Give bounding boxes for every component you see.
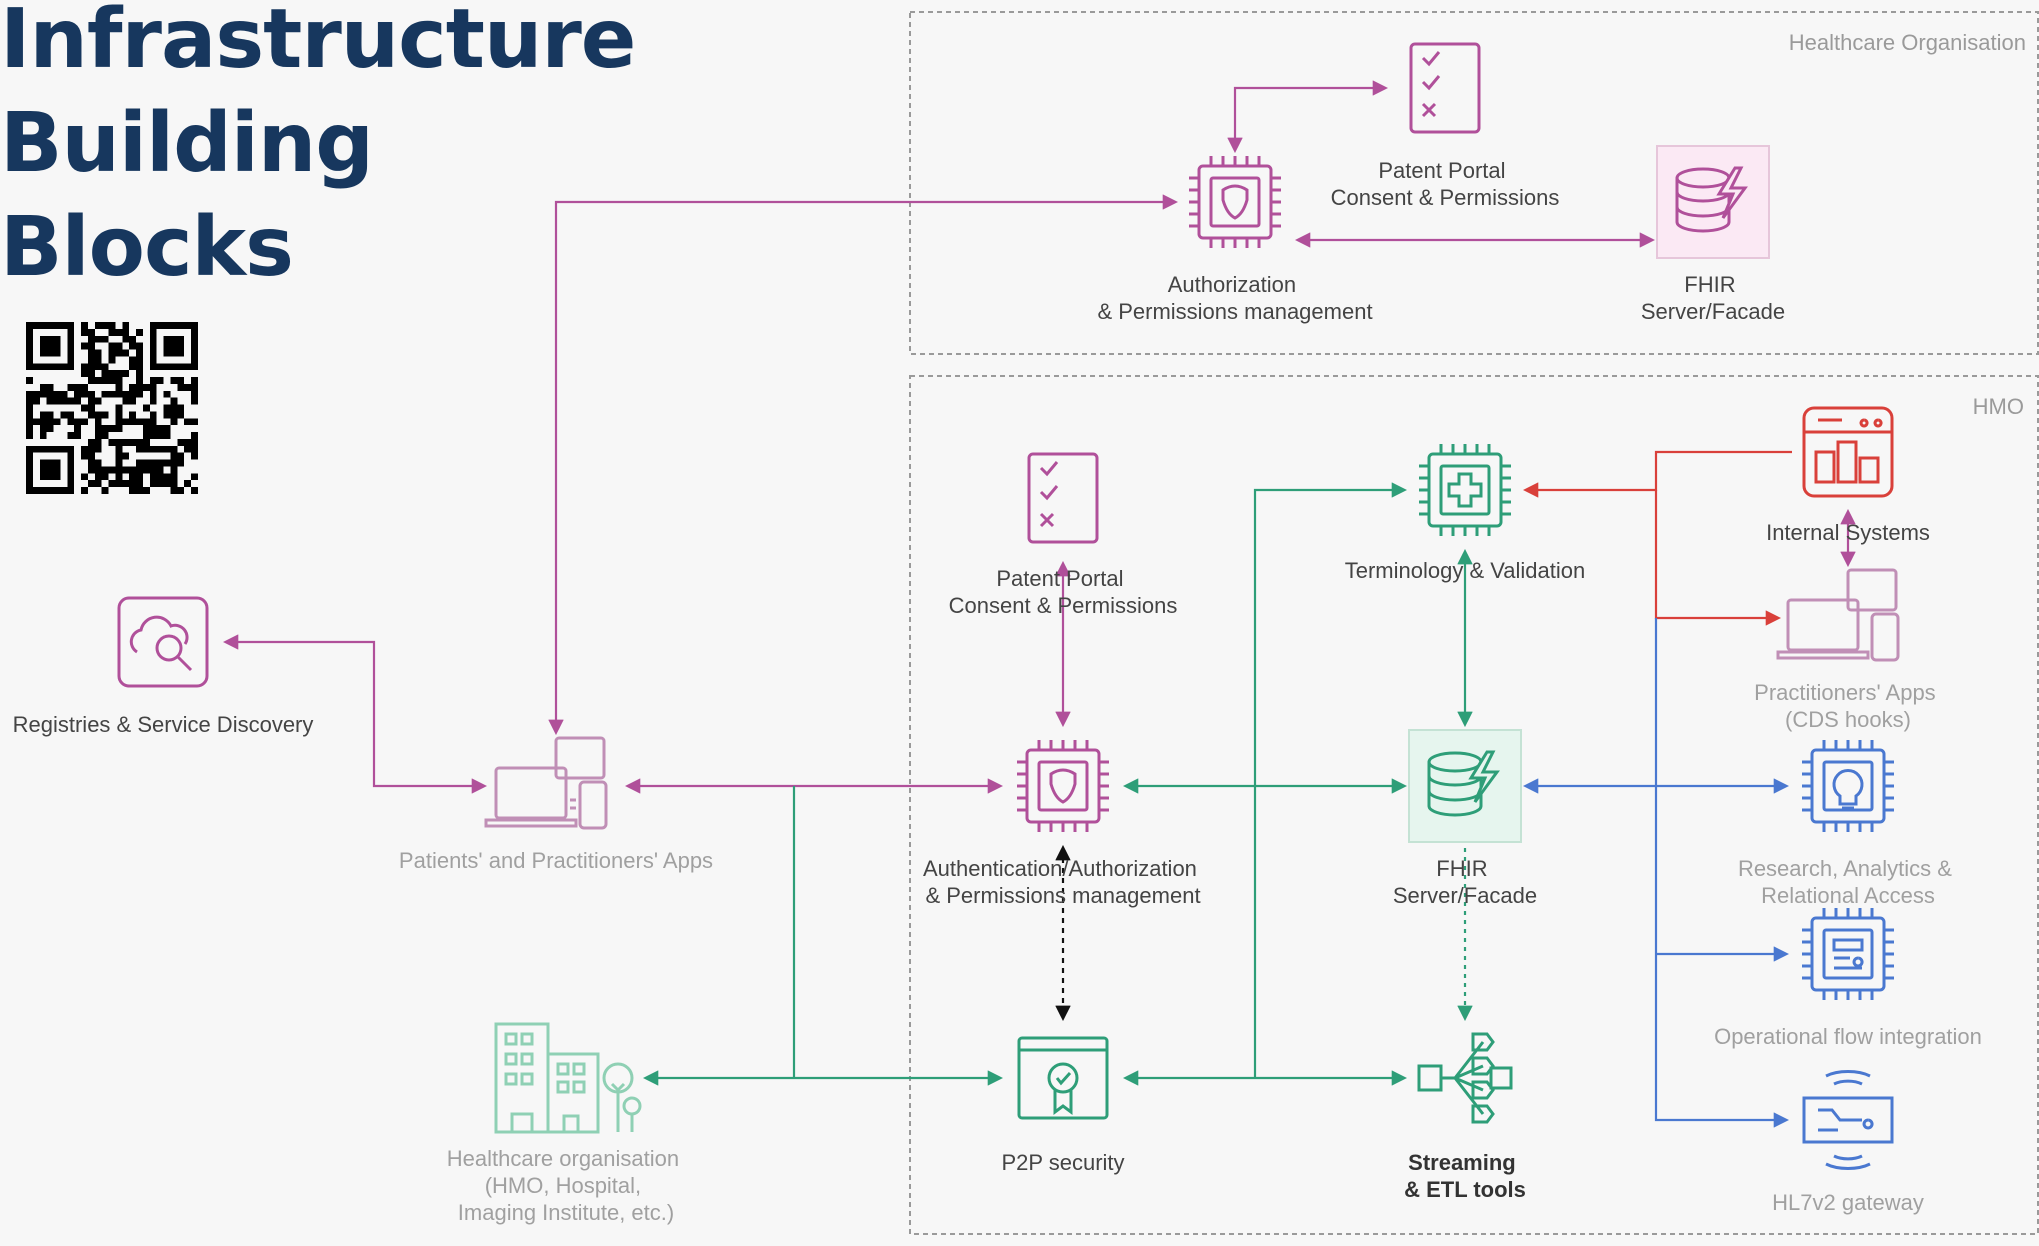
edge-internal-pract — [1654, 490, 1782, 626]
page-title: Infrastructure Building Blocks — [0, 0, 636, 300]
dashboard-icon — [1802, 406, 1894, 498]
title-line: Infrastructure — [0, 0, 636, 87]
certificate-icon — [1017, 1036, 1109, 1120]
checklist-icon — [1027, 452, 1099, 544]
streaming-etl-icon — [1417, 1032, 1513, 1124]
group-label-healthcare-organisation: Healthcare Organisation — [1789, 30, 2026, 55]
label-p2p: P2P security — [1001, 1150, 1124, 1175]
cloud-search-icon — [117, 596, 209, 688]
chip-shield-icon — [1189, 156, 1281, 248]
label-operational: Operational flow integration — [1714, 1024, 1982, 1049]
label-registries: Registries & Service Discovery — [13, 712, 314, 737]
label-internal: Internal Systems — [1766, 520, 1930, 545]
label-fhir-hmo: FHIR Server/Facade — [1393, 856, 1537, 908]
devices-icon — [1776, 568, 1900, 662]
edge-internal-terminology — [1522, 450, 1792, 498]
label-auth-top: Authorization & Permissions management — [1097, 272, 1372, 324]
label-research: Research, Analytics & Relational Access — [1738, 856, 1958, 908]
chip-lightbulb-icon — [1802, 740, 1894, 832]
edge-bus-operational — [1654, 618, 1790, 1128]
group-hmo — [909, 375, 2039, 1235]
label-pract-apps: Practitioners' Apps (CDS hooks) — [1754, 680, 1942, 732]
qr-code — [26, 322, 198, 494]
edge-apps-auth-top — [548, 194, 1179, 736]
title-line: Blocks — [0, 200, 294, 295]
label-hl7: HL7v2 gateway — [1772, 1190, 1924, 1215]
checklist-icon — [1409, 42, 1481, 134]
label-portal-hmo: Patent Portal Consent & Permissions — [949, 566, 1178, 618]
chip-plus-icon — [1419, 444, 1511, 536]
label-fhir-top: FHIR Server/Facade — [1641, 272, 1785, 324]
chip-shield-icon — [1017, 740, 1109, 832]
fhir-database-icon — [1408, 729, 1522, 843]
label-healthcare-entity: Healthcare organisation (HMO, Hospital, … — [447, 1146, 686, 1225]
circuit-gateway-icon — [1802, 1070, 1894, 1170]
label-terminology: Terminology & Validation — [1345, 558, 1586, 583]
devices-icon — [484, 736, 608, 830]
label-streaming: Streaming & ETL tools — [1404, 1150, 1526, 1202]
label-portal-top: Patent Portal Consent & Permissions — [1331, 158, 1560, 210]
fhir-database-icon — [1656, 145, 1770, 259]
edge-registries-apps — [222, 634, 488, 794]
edge-auth-portal-top — [1227, 80, 1389, 154]
group-healthcare-organisation — [909, 11, 2039, 355]
label-auth-hmo: Authentication/Authorization & Permissio… — [923, 856, 1203, 908]
edge-bus-terminology — [1253, 482, 1408, 1078]
chip-flow-icon — [1802, 908, 1894, 1000]
title-line: Building — [0, 96, 374, 191]
hospital-building-icon — [494, 1022, 642, 1134]
group-label-hmo: HMO — [1973, 394, 2024, 419]
label-patient-apps: Patients' and Practitioners' Apps — [399, 848, 713, 873]
